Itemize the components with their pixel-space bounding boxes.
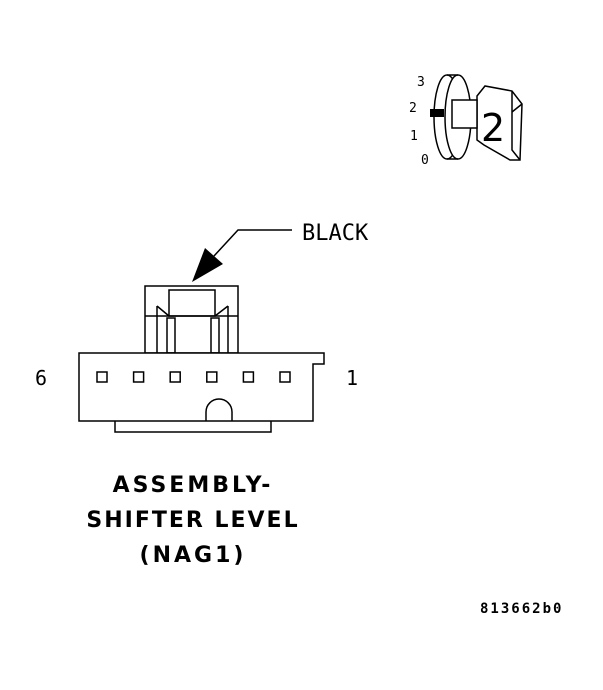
ignition-key-icon [433, 74, 523, 161]
caption-line-1: ASSEMBLY- [113, 473, 274, 498]
connector-cavities [96, 371, 291, 383]
key-position-0: 0 [421, 153, 429, 168]
color-callout: BLACK [192, 221, 369, 282]
callout-leader-line [213, 229, 292, 257]
key-position-marker [430, 109, 444, 117]
key-position-3: 3 [417, 75, 425, 90]
pin-cavity [206, 371, 218, 383]
connector-face [78, 285, 325, 433]
connector-body [78, 352, 325, 422]
key-position-2: 2 [409, 101, 417, 116]
connector-caption: ASSEMBLY- SHIFTER LEVEL (NAG1) [86, 473, 299, 568]
key-selected-position: 2 [481, 106, 505, 150]
caption-line-3: (NAG1) [140, 543, 247, 568]
pin-cavity [132, 371, 145, 383]
caption-line-2: SHIFTER LEVEL [86, 508, 299, 533]
pin-cavity [169, 371, 181, 383]
pin-cavity [96, 371, 108, 383]
pin-end-label: 1 [346, 366, 358, 390]
connector-color-label: BLACK [302, 221, 369, 246]
key-position-indicator: 3 2 1 0 2 [409, 74, 523, 168]
connector-polarizing-key [205, 398, 233, 421]
connector-lock-housing [144, 285, 239, 354]
callout-arrowhead [192, 248, 223, 282]
connector-bottom-rail [114, 421, 272, 433]
pin-start-label: 6 [35, 366, 47, 390]
pin-cavity [242, 371, 255, 383]
connector-lock-latch [168, 289, 216, 317]
pin-cavity [279, 371, 291, 383]
key-position-1: 1 [410, 129, 418, 144]
figure-id: 813662b0 [480, 601, 563, 617]
